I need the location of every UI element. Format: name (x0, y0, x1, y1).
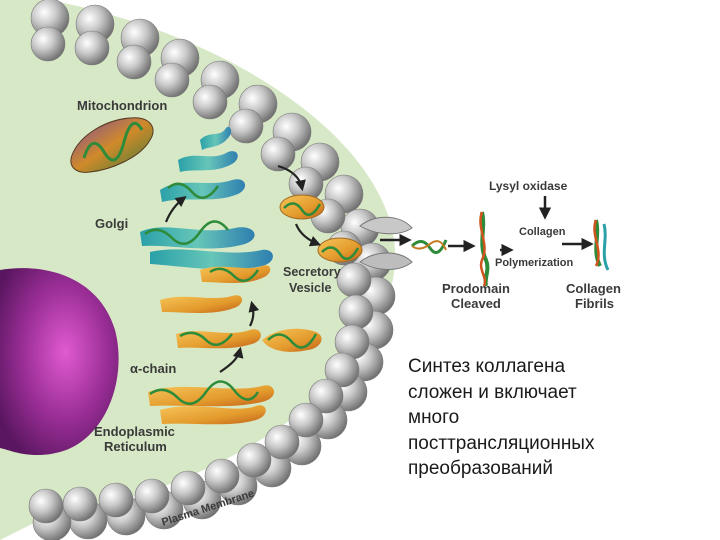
label-collagen: Collagen (566, 281, 621, 296)
label-polymerization: Polymerization (495, 257, 574, 269)
mitochondrion-organelle (70, 117, 154, 173)
membrane-bead (116, 44, 152, 80)
membrane-bead (170, 470, 206, 506)
caption-line: Синтез коллагена (408, 356, 566, 377)
nucleus (0, 268, 119, 456)
membrane-bead (338, 294, 374, 330)
membrane-bead (324, 352, 360, 388)
caption-line: посттрансляционных (408, 432, 595, 454)
membrane-bead (98, 482, 134, 518)
endoplasmic-reticulum (148, 265, 322, 425)
label-fibrils: Fibrils (575, 296, 614, 311)
label-alpha-chain: α-chain (130, 361, 176, 376)
external-arrows (380, 196, 594, 257)
caption-line: сложен и включает (408, 381, 577, 403)
membrane-bead (236, 442, 272, 478)
membrane-bead (30, 26, 66, 62)
label-prodomain: Prodomain (442, 281, 510, 296)
membrane-bead (308, 378, 344, 414)
membrane-bead (228, 108, 264, 144)
membrane-bead (260, 136, 296, 172)
label-vesicle: Vesicle (289, 281, 331, 295)
caption-line: много (408, 407, 460, 428)
membrane-bead (62, 486, 98, 522)
secretory-vesicles (279, 194, 363, 263)
membrane-bead (204, 458, 240, 494)
exocytosis-opening (359, 216, 413, 270)
caption-text: Синтез коллагена сложен и включает много… (408, 354, 698, 482)
caption-line: преобразований (408, 458, 554, 479)
membrane-bead (336, 262, 372, 298)
label-secretory: Secretory (283, 265, 341, 279)
membrane-bead (134, 478, 170, 514)
label-er-2: Reticulum (104, 439, 167, 454)
label-cleaved: Cleaved (451, 296, 501, 311)
membrane-bead (154, 62, 190, 98)
label-lysyl-oxidase: Lysyl oxidase (489, 179, 568, 193)
label-golgi: Golgi (95, 216, 128, 231)
membrane-bead (264, 424, 300, 460)
label-collagen-poly: Collagen (519, 226, 566, 238)
label-er-1: Endoplasmic (94, 424, 175, 439)
golgi-apparatus (140, 126, 273, 270)
membrane-bead (74, 30, 110, 66)
internal-arrows (164, 164, 322, 373)
label-mitochondrion: Mitochondrion (77, 98, 167, 113)
extracellular-collagen (410, 211, 610, 287)
membrane-bead (288, 402, 324, 438)
membrane-bead (28, 488, 64, 524)
membrane-bead (192, 84, 228, 120)
